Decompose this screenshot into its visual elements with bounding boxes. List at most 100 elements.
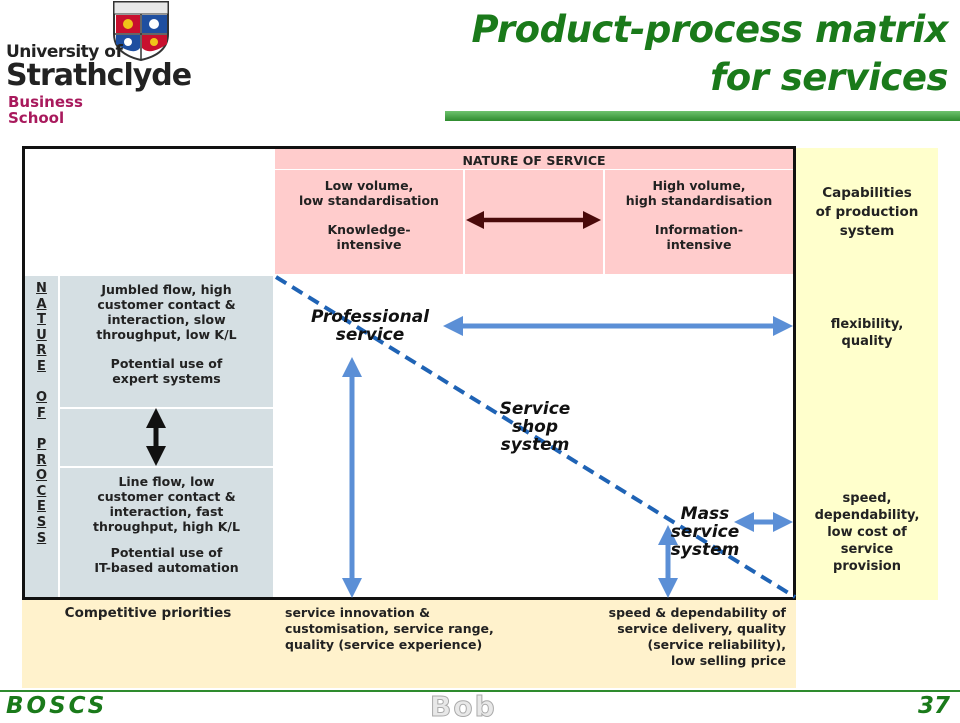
speed-dependability-text: speed, dependability, low cost of servic…	[796, 490, 938, 575]
line-flow-line2: customer contact &	[97, 489, 236, 504]
process-letter: O	[35, 390, 48, 406]
university-crest-icon	[113, 1, 169, 62]
diagonal-dashed-line	[274, 275, 797, 599]
info-line2: intensive	[666, 237, 732, 252]
low-volume-line1: Low volume,	[324, 178, 414, 193]
flex-line2: quality	[841, 334, 893, 349]
process-letter: P	[36, 436, 47, 452]
high-volume-text: High volume, high standardisation Inform…	[605, 178, 793, 252]
footer	[0, 688, 960, 720]
service-shop-label: Service shop system	[470, 400, 600, 454]
jumbled-line2: customer contact &	[97, 297, 236, 312]
low-volume-cell	[275, 170, 463, 274]
professional-line2: service	[335, 325, 405, 345]
process-letter: R	[36, 452, 47, 468]
expert-line1: Potential use of	[110, 356, 223, 371]
capabilities-line2: of production	[815, 204, 919, 220]
jumbled-line1: Jumbled flow, high	[101, 282, 232, 297]
it-line2: IT-based automation	[94, 560, 239, 575]
priority-left-line2: customisation, service range,	[285, 621, 494, 636]
speed-line5: provision	[833, 559, 901, 574]
shop-line2: shop	[511, 417, 559, 437]
nature-of-process-column	[25, 276, 58, 597]
mass-line1: Mass	[680, 504, 730, 524]
high-volume-cell	[605, 170, 793, 274]
priorities-panel	[22, 600, 796, 688]
high-volume-line1: High volume,	[652, 178, 746, 193]
capabilities-line1: Capabilities	[822, 185, 912, 201]
title-line-2: for services	[710, 56, 948, 99]
jumbled-flow-text: Jumbled flow, high customer contact & in…	[60, 282, 273, 386]
line-flow-line1: Line flow, low	[118, 474, 215, 489]
priority-right-line1: speed & dependability of	[608, 605, 786, 620]
professional-service-label: Professional service	[290, 308, 450, 344]
priority-right-line3: (service reliability),	[647, 637, 786, 652]
knowledge-line2: intensive	[336, 237, 402, 252]
shop-line3: system	[500, 435, 570, 455]
capabilities-line3: system	[839, 223, 895, 239]
title-underline-bar	[445, 111, 960, 121]
capabilities-heading: Capabilities of production system	[796, 184, 938, 241]
flex-line1: flexibility,	[830, 317, 904, 332]
capabilities-panel	[796, 148, 938, 600]
process-letter: E	[37, 499, 46, 515]
process-letter: C	[36, 483, 47, 499]
footer-brand: BOSCS	[6, 693, 108, 719]
shop-line1: Service	[499, 399, 571, 419]
priority-right-line2: service delivery, quality	[617, 621, 786, 636]
professional-line1: Professional	[310, 307, 430, 327]
matrix-frame	[22, 146, 796, 600]
mass-line2: service	[670, 522, 740, 542]
logo-university-of: University of	[6, 42, 123, 62]
mass-service-label: Mass service system	[655, 505, 755, 559]
logo-strathclyde: Strathclyde	[6, 58, 192, 93]
title-line-1: Product-process matrix	[471, 8, 948, 51]
process-middle-cell	[60, 409, 273, 466]
logo-business-school: Business School	[8, 94, 83, 126]
process-letter: F	[37, 405, 46, 421]
priority-left-line3: quality (service experience)	[285, 637, 483, 652]
process-letter: R	[36, 343, 47, 359]
line-flow-line4: throughput, high K/L	[93, 519, 240, 534]
page-title: Product-process matrix for services	[471, 6, 948, 102]
logo-business: Business	[8, 93, 83, 111]
competitive-priorities-label: Competitive priorities	[64, 605, 232, 621]
footer-watermark: Bob	[430, 690, 497, 723]
info-line1: Information-	[654, 222, 744, 237]
jumbled-line3: interaction, slow	[107, 312, 226, 327]
speed-line1: speed,	[842, 491, 892, 506]
nature-of-service-header	[275, 149, 793, 169]
process-letter: T	[37, 312, 46, 328]
line-flow-line3: interaction, fast	[109, 504, 224, 519]
process-letter: O	[35, 468, 48, 484]
expert-line2: expert systems	[112, 371, 221, 386]
jumbled-line4: throughput, low K/L	[96, 327, 237, 342]
process-letter: E	[37, 358, 46, 374]
speed-line4: service	[840, 542, 894, 557]
line-flow-cell	[60, 468, 273, 597]
speed-line3: low cost of	[827, 525, 907, 540]
logo-school: School	[8, 109, 65, 127]
it-line1: Potential use of	[110, 545, 223, 560]
process-letter: S	[36, 530, 47, 546]
flexibility-quality-text: flexibility, quality	[796, 316, 938, 350]
high-volume-line2: high standardisation	[625, 193, 773, 208]
process-letter: U	[36, 327, 47, 343]
priorities-left-text: service innovation & customisation, serv…	[285, 605, 494, 653]
priorities-right-text: speed & dependability of service deliver…	[540, 605, 786, 669]
low-volume-text: Low volume, low standardisation Knowledg…	[275, 178, 463, 252]
nature-of-service-label: NATURE OF SERVICE	[462, 153, 606, 168]
priority-right-line4: low selling price	[670, 653, 786, 668]
line-flow-text: Line flow, low customer contact & intera…	[60, 474, 273, 575]
process-letter: A	[36, 296, 47, 312]
priority-left-line1: service innovation &	[285, 605, 431, 620]
mass-line3: system	[670, 540, 740, 560]
knowledge-line1: Knowledge-	[327, 222, 411, 237]
jumbled-flow-cell	[60, 276, 273, 407]
low-volume-line2: low standardisation	[299, 193, 439, 208]
footer-divider	[0, 690, 960, 692]
process-letter: N	[36, 281, 47, 296]
process-letter: S	[36, 514, 47, 530]
